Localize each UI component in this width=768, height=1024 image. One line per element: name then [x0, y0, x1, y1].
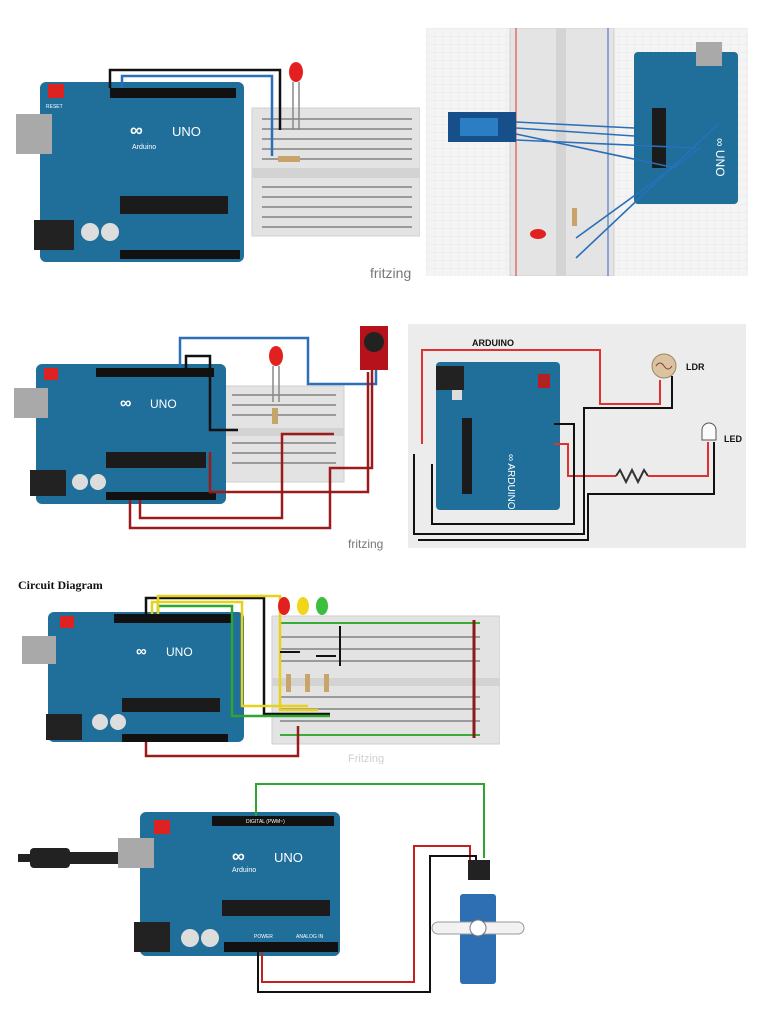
- fritzing-watermark: Fritzing: [348, 753, 384, 764]
- svg-text:∞ ARDUINO: ∞ ARDUINO: [505, 454, 516, 510]
- arduino-board: ∞ UNO: [14, 364, 226, 504]
- resistor: [572, 208, 577, 226]
- resistors: [286, 674, 329, 692]
- red-led: [278, 597, 290, 615]
- panel-traffic-light: ∞ UNO Fritzing: [18, 592, 500, 764]
- reset-label: RESET: [46, 104, 63, 110]
- svg-text:∞: ∞: [232, 846, 245, 866]
- uno-label: UNO: [166, 645, 193, 659]
- usb-cable: [18, 848, 120, 868]
- panel-bluetooth-schematic: ∞ UNO: [426, 28, 748, 276]
- arduino-board: ∞ UNO: [22, 612, 244, 742]
- arduino-board: ∞ ARDUINO: [436, 362, 560, 510]
- red-led: [269, 346, 283, 402]
- sound-sensor: [360, 326, 388, 370]
- power-header-label: POWER: [254, 934, 273, 940]
- uno-label: UNO: [274, 850, 303, 865]
- digital-header-label: DIGITAL (PWM~): [246, 819, 285, 825]
- panel-ldr-schematic: ARDUINO ∞ ARDUINO LDR LED: [408, 324, 746, 548]
- arduino-label: Arduino: [232, 867, 256, 874]
- svg-text:∞: ∞: [130, 120, 143, 140]
- green-led: [316, 597, 328, 615]
- uno-label: UNO: [150, 397, 177, 411]
- led: [701, 422, 717, 441]
- arduino-title: ARDUINO: [472, 338, 514, 348]
- fritzing-watermark: fritzing: [348, 537, 383, 551]
- fritzing-watermark: fritzing: [370, 265, 411, 281]
- yellow-led: [297, 597, 309, 615]
- uno-label: UNO: [172, 124, 201, 139]
- panel-servo: ∞ UNO Arduino DIGITAL (PWM~) POWER ANALO…: [14, 776, 534, 998]
- arduino-board: ∞ UNO Arduino RESET: [16, 82, 244, 262]
- ldr: [651, 353, 677, 379]
- resistor: [272, 408, 278, 424]
- arduino-board: ∞ UNO Arduino DIGITAL (PWM~) POWER ANALO…: [118, 812, 340, 956]
- breadboard: [509, 28, 615, 276]
- breadboard: [251, 107, 420, 237]
- svg-text:∞: ∞: [136, 643, 147, 660]
- red-led: [530, 229, 546, 239]
- svg-text:∞ UNO: ∞ UNO: [713, 138, 727, 177]
- svg-text:∞: ∞: [120, 395, 131, 412]
- arduino-label: Arduino: [132, 144, 156, 151]
- analog-header-label: ANALOG IN: [296, 934, 324, 940]
- ldr-label: LDR: [686, 362, 705, 372]
- arduino-board: ∞ UNO: [634, 42, 738, 204]
- panel-sound-sensor-led: ∞ UNO fritzing: [10, 322, 390, 552]
- led-label: LED: [724, 434, 743, 444]
- circuit-diagram-caption: Circuit Diagram: [18, 578, 103, 592]
- panel-bluetooth-led: ∞ UNO Arduino RESET fritzing: [10, 56, 420, 286]
- servo-motor: [431, 860, 525, 984]
- bluetooth-module: [448, 112, 516, 142]
- red-led: [289, 62, 303, 130]
- resistor: [278, 156, 300, 162]
